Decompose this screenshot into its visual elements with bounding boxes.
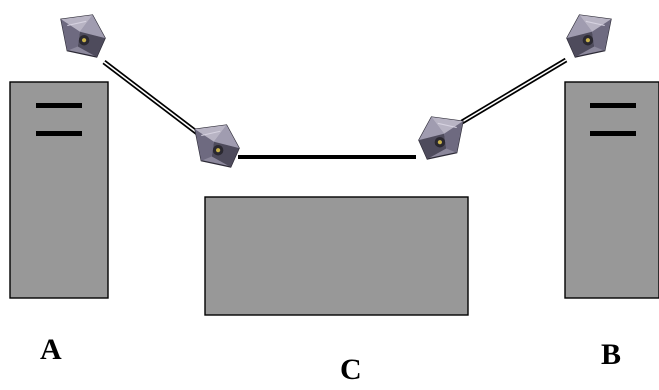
server-b-slot-top — [590, 103, 636, 108]
cable-a — [102, 60, 202, 137]
label-c: C — [340, 353, 362, 386]
cable-b — [460, 57, 568, 125]
label-b: B — [601, 338, 622, 371]
camera-connector-icon — [418, 116, 464, 160]
server-a-slot-top — [36, 103, 82, 108]
camera-connector-icon — [60, 14, 106, 58]
camera-connector-icon — [194, 124, 240, 168]
server-a-slot-bottom — [36, 131, 82, 136]
server-b-slot-bottom — [590, 131, 636, 136]
box-c — [204, 196, 469, 316]
label-a: A — [40, 333, 62, 366]
camera-connector-icon — [566, 14, 612, 58]
server-a-box — [9, 81, 109, 299]
server-b-box — [564, 81, 659, 299]
